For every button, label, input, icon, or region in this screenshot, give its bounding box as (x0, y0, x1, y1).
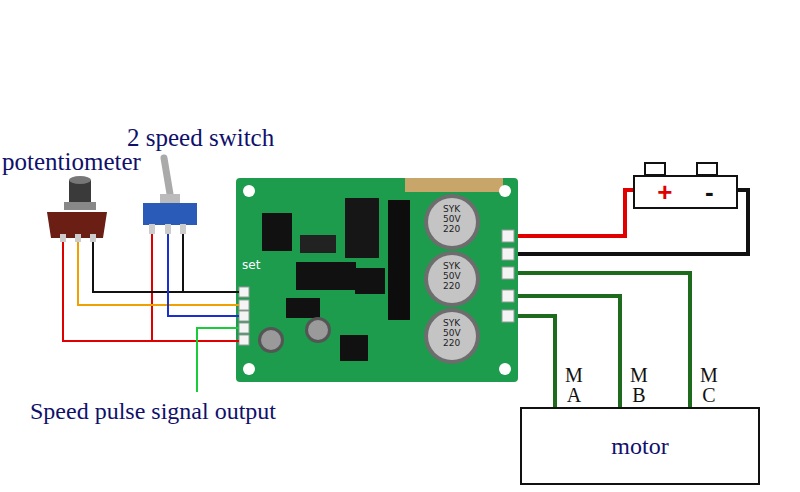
signal-name: Speed pulse signal output (30, 398, 276, 425)
node-text: set (242, 258, 260, 272)
wire-connector (518, 273, 690, 407)
capacitor-marking: 220 (443, 281, 460, 291)
capacitor-marking: 50V (443, 271, 461, 281)
control-wires (63, 234, 239, 392)
battery-terminal (645, 163, 665, 175)
wire-connector (518, 316, 555, 407)
node-text: motor (611, 433, 668, 460)
potentiometer-symbol (47, 176, 107, 242)
part-name: potentiometer (2, 148, 141, 176)
capacitor-marking: 220 (443, 224, 460, 234)
capacitor-marking: 50V (443, 328, 461, 338)
wire-label: M A (563, 365, 585, 405)
battery-terminal (697, 163, 717, 175)
controller-board-picture (236, 178, 518, 382)
capacitor-marking: SYK (443, 318, 460, 328)
battery-symbol: +- (633, 175, 738, 209)
wire-connector (518, 190, 633, 236)
capacitor-marking: SYK (443, 204, 460, 214)
capacitor-marking: SYK (443, 261, 460, 271)
node-text: - (705, 179, 714, 205)
controller-board: set (236, 178, 518, 382)
part-name: 2 speed switch (127, 124, 274, 152)
capacitor-marking: 220 (443, 338, 460, 348)
wire-connector (518, 296, 620, 407)
motor-box: motor (520, 407, 760, 485)
node-text: + (657, 179, 672, 205)
capacitor-marking: 50V (443, 214, 461, 224)
wire-label: M B (628, 365, 650, 405)
toggle-switch-symbol (143, 158, 197, 234)
wire-label: M C (698, 365, 720, 405)
